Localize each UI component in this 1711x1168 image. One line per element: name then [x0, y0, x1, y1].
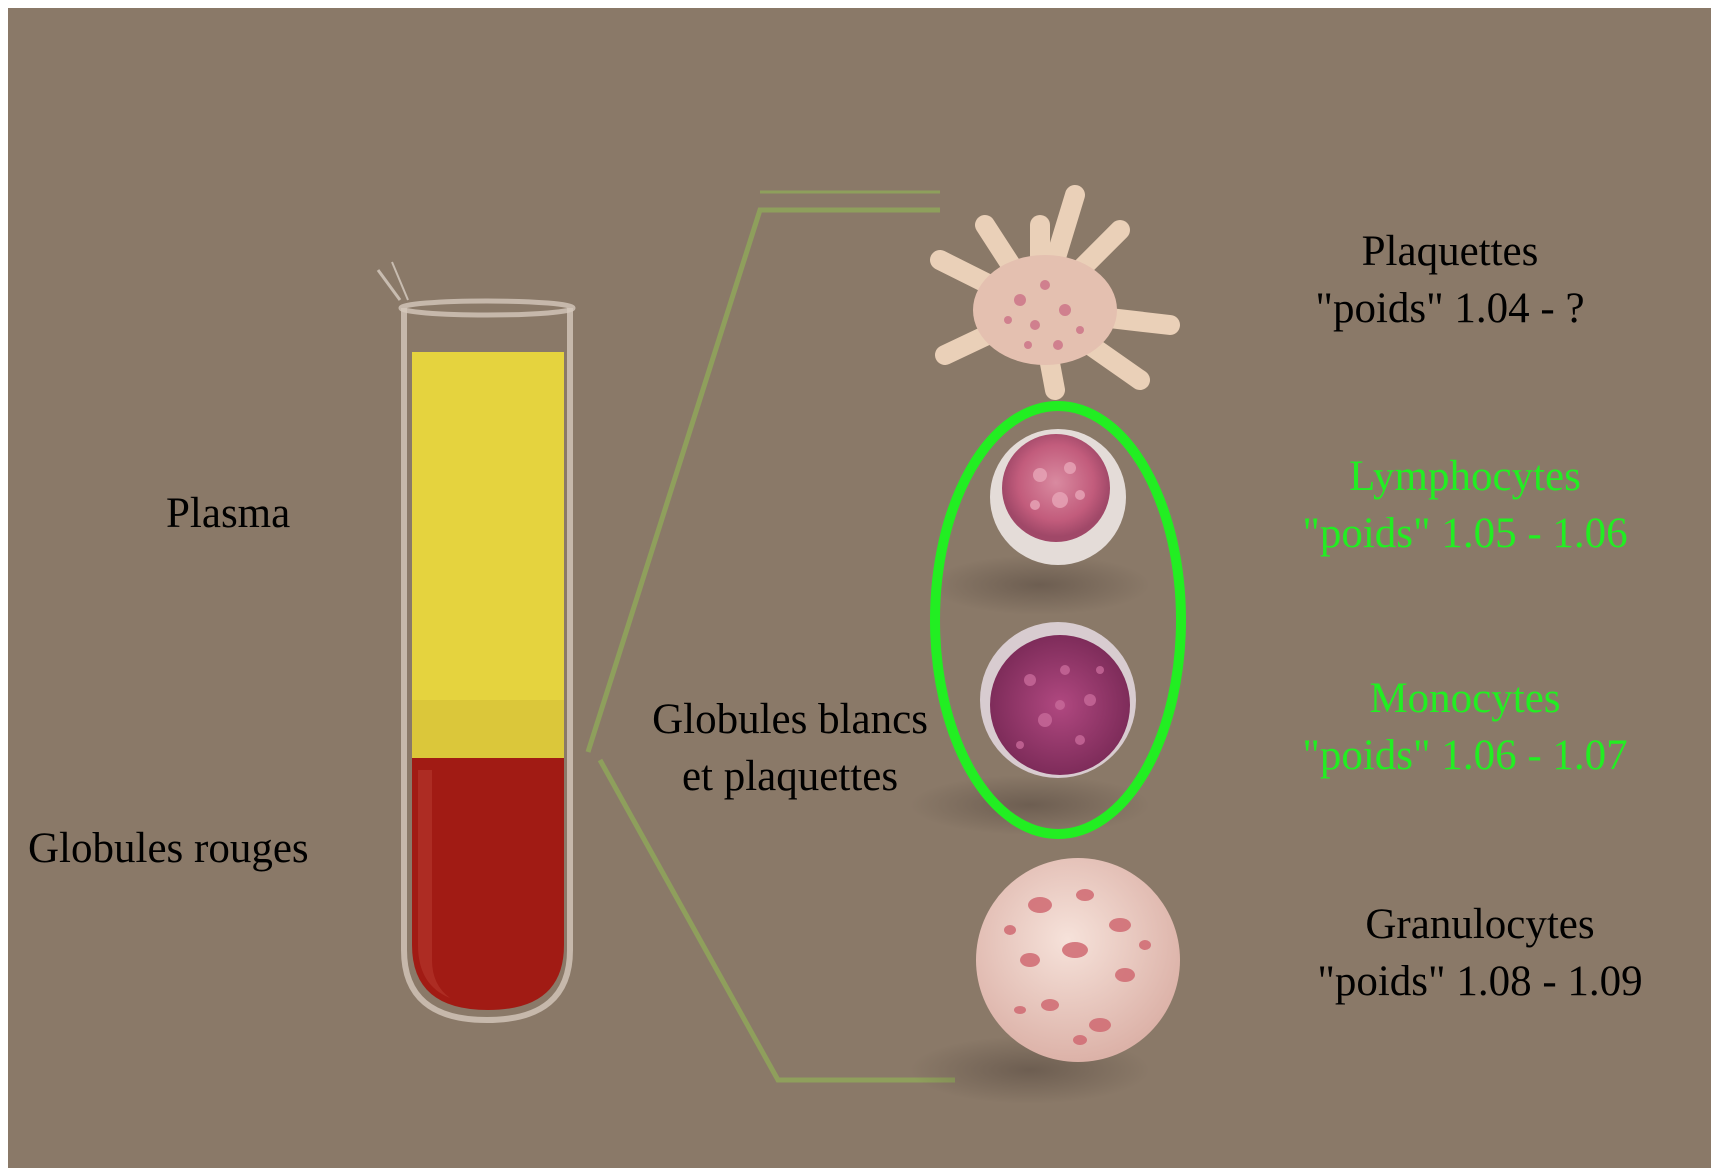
monocyte-cell: [980, 622, 1136, 778]
red-cells-layer: [412, 758, 564, 1010]
cell-weight: "poids" 1.04 - ?: [1270, 280, 1630, 337]
cell-label-platelets: Plaquettes "poids" 1.04 - ?: [1270, 223, 1630, 337]
cell-name: Plaquettes: [1270, 223, 1630, 280]
cell-weight: "poids" 1.08 - 1.09: [1280, 953, 1680, 1010]
lymphocyte-cell: [990, 429, 1126, 565]
cell-weight: "poids" 1.05 - 1.06: [1250, 505, 1680, 562]
cell-label-granulocytes: Granulocytes "poids" 1.08 - 1.09: [1280, 896, 1680, 1010]
cell-weight: "poids" 1.06 - 1.07: [1250, 727, 1680, 784]
granulocyte-cell: [976, 858, 1180, 1062]
plasma-layer: [412, 352, 564, 760]
cell-label-monocytes: Monocytes "poids" 1.06 - 1.07: [1250, 670, 1680, 784]
cell-name: Granulocytes: [1280, 896, 1680, 953]
cell-name: Lymphocytes: [1250, 448, 1680, 505]
white-cells-label-line2: et plaquettes: [630, 748, 950, 805]
red-cells-label: Globules rouges: [28, 820, 309, 877]
white-cells-label-line1: Globules blancs: [630, 691, 950, 748]
cell-name: Monocytes: [1250, 670, 1680, 727]
plasma-label: Plasma: [166, 485, 290, 542]
cell-label-lymphocytes: Lymphocytes "poids" 1.05 - 1.06: [1250, 448, 1680, 562]
white-cells-label: Globules blancs et plaquettes: [630, 691, 950, 805]
